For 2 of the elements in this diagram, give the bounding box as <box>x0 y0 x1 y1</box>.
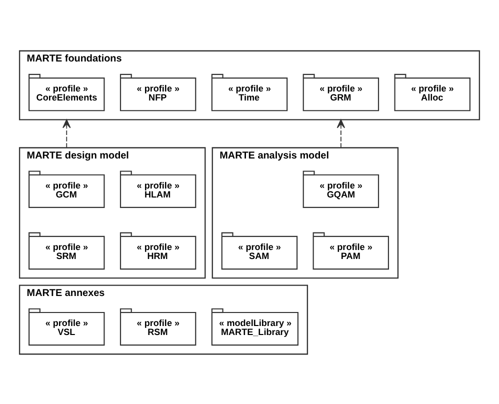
arrow <box>336 118 346 148</box>
arrow <box>62 118 71 148</box>
